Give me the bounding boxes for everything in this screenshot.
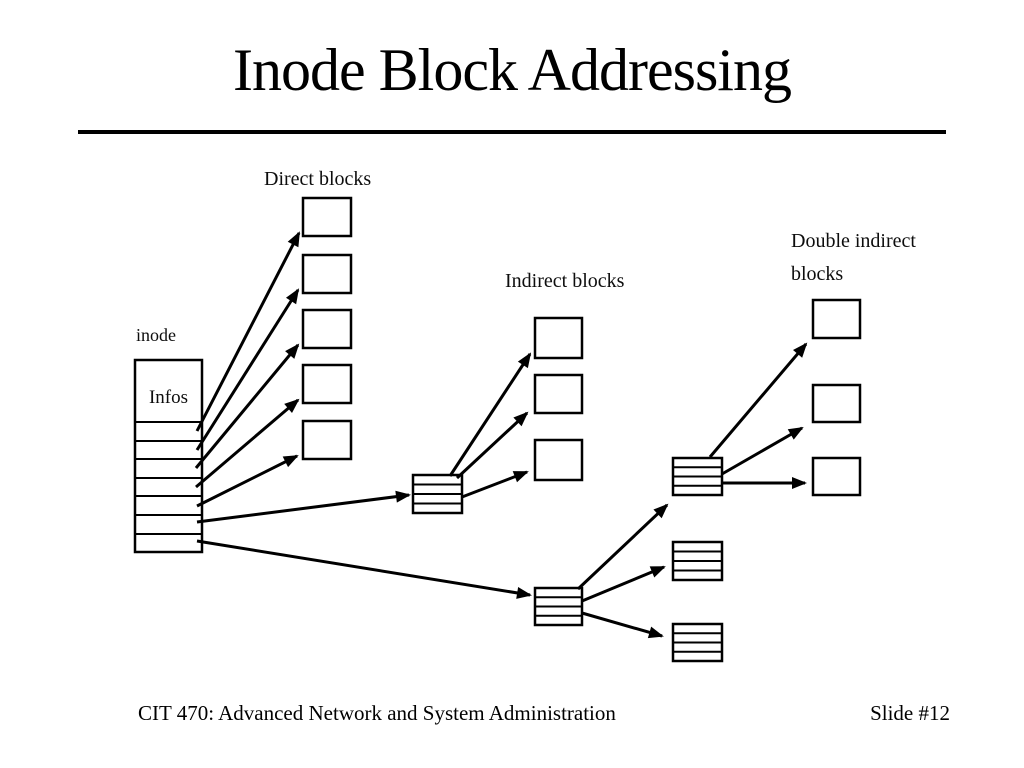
indirect-block-1	[533, 316, 584, 360]
arrow-inode-to-direct-5	[196, 454, 299, 508]
indirect-block-3	[533, 438, 584, 482]
slide-title: Inode Block Addressing	[233, 37, 792, 103]
inode-label: inode	[136, 325, 176, 345]
indirect-block-2	[533, 373, 584, 415]
direct-blocks-label: Direct blocks	[264, 168, 372, 190]
arrow-inode-to-direct-1	[195, 231, 301, 432]
double-indirect-blocks-label: Double indirect blocks	[791, 225, 916, 291]
direct-block-5	[301, 419, 353, 461]
arrow-double-l2-to-block-1	[708, 342, 808, 458]
arrow-double-l1-to-l2-2	[581, 565, 666, 603]
double-indirect-block-2	[811, 383, 862, 424]
footer-course-text: CIT 470: Advanced Network and System Adm…	[138, 701, 616, 725]
title-divider-line	[78, 130, 946, 134]
arrow-double-l1-to-l2-1	[576, 503, 669, 591]
arrow-double-l1-to-l2-3	[581, 611, 664, 639]
direct-block-3	[301, 308, 353, 350]
arrow-inode-to-direct-4	[195, 398, 300, 489]
arrow-double-l2-to-block-2	[721, 426, 804, 476]
inode-box	[133, 358, 204, 554]
direct-block-1	[301, 196, 353, 238]
direct-block-4	[301, 363, 353, 405]
indirect-blocks-label: Indirect blocks	[505, 270, 625, 292]
double-indirect-block-1	[811, 298, 862, 340]
double-indirect-blocks-group	[811, 298, 862, 497]
footer-slide-number: Slide #12	[870, 701, 950, 725]
inode-outline	[133, 358, 204, 554]
arrow-inode-to-direct-3	[194, 343, 300, 469]
arrow-inode-to-indirect-pointer	[196, 490, 411, 524]
arrow-indirect-pointer-to-block-2	[455, 411, 529, 480]
double-indirect-l2-pointer-block-2	[671, 540, 724, 582]
direct-block-2	[301, 253, 353, 295]
arrow-indirect-pointer-to-block-3	[461, 470, 529, 499]
double-indirect-block-3	[811, 456, 862, 497]
arrow-indirect-pointer-to-block-1	[448, 352, 532, 477]
indirect-blocks-group	[533, 316, 584, 482]
direct-blocks-group	[301, 196, 353, 461]
arrow-inode-to-direct-2	[195, 288, 300, 451]
inode-infos-label: Infos	[148, 387, 189, 408]
double-indirect-l2-pointer-block-1	[671, 456, 724, 497]
double-indirect-label-line2: blocks	[791, 263, 844, 285]
double-indirect-label-line1: Double indirect	[791, 230, 916, 252]
indirect-pointer-block	[411, 473, 464, 515]
double-indirect-l1-pointer-block	[533, 586, 584, 627]
arrow-inode-to-double-l1-pointer	[196, 539, 532, 599]
double-indirect-l2-pointer-block-3	[671, 622, 724, 663]
